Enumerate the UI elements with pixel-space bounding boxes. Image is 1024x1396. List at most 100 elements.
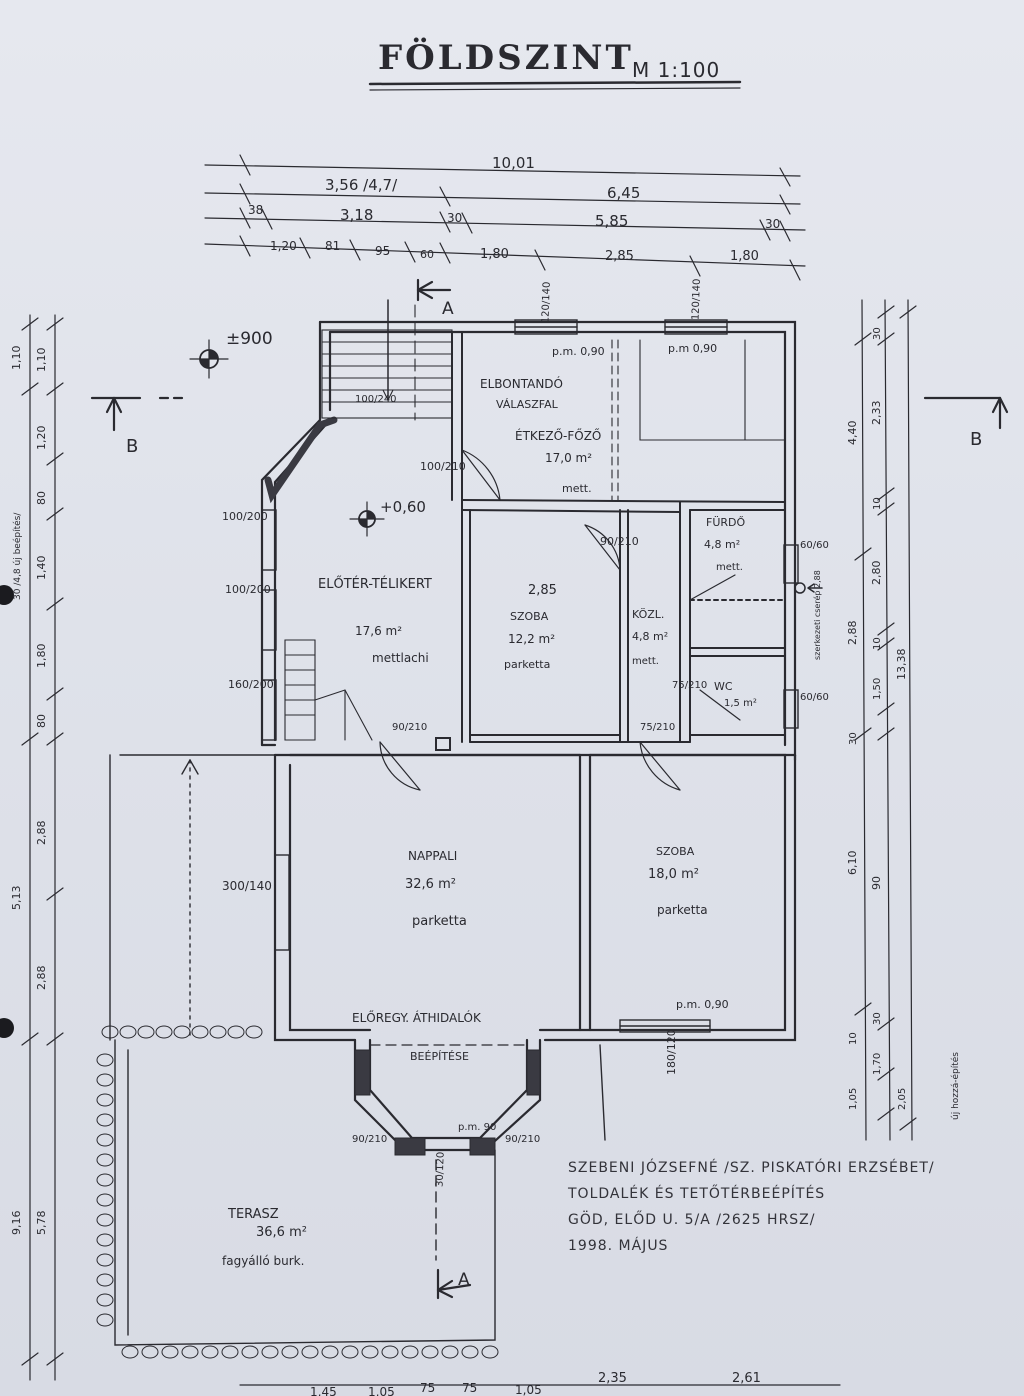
bush-18 — [96, 1233, 114, 1247]
title-underline — [368, 80, 742, 86]
bush-24 — [141, 1345, 159, 1359]
bay-window-living — [353, 1038, 542, 1156]
opening-8: 300/140 — [222, 879, 272, 893]
dim-right-11: 6,10 — [846, 851, 859, 876]
footer-note-line-3: GÖD, ELŐD U. 5/A /2625 HRSZ/ — [568, 1212, 816, 1228]
dim-left-7: 80 — [35, 714, 48, 728]
dim-bottom-6: 2,35 — [598, 1371, 627, 1386]
opening-4: 100/200 — [222, 510, 268, 523]
room-entrance-name: ELŐTÉR-TÉLIKERT — [318, 576, 432, 592]
room-terrace-area: 36,6 m² — [256, 1225, 307, 1240]
chimney — [435, 737, 451, 751]
dim-bottom-7: 2,61 — [732, 1371, 761, 1386]
room-bedroom-small-name: SZOBA — [510, 610, 549, 623]
dim-left-11: 9,16 — [10, 1211, 23, 1236]
room-kitchen-floor: mett. — [562, 482, 592, 495]
bush-5 — [191, 1025, 209, 1039]
bush-20 — [96, 1273, 114, 1287]
room-terrace-floor: fagyálló burk. — [222, 1254, 304, 1268]
bush-4 — [173, 1025, 191, 1039]
bush-8 — [245, 1025, 263, 1039]
dim-left-12: 5,78 — [35, 1211, 48, 1236]
dim-bottom-2: 1,05 — [368, 1385, 395, 1396]
right-note-2: új hozzá-építés — [950, 1052, 961, 1120]
bush-33 — [321, 1345, 339, 1359]
left-dimension-lines — [21, 314, 64, 1381]
room-width-label: 2,85 — [528, 583, 557, 598]
dim-top-c: 38 — [248, 203, 263, 217]
bush-17 — [96, 1213, 114, 1227]
bush-38 — [421, 1345, 439, 1359]
dim-top-k: 60 — [420, 248, 434, 261]
room-bath-name: FÜRDŐ — [706, 515, 745, 529]
opening-11: 60/60 — [800, 540, 829, 551]
dim-top-m: 2,85 — [605, 249, 634, 264]
dim-top-i: 81 — [325, 239, 340, 253]
opening-9: 90/210 — [392, 722, 427, 733]
bush-37 — [401, 1345, 419, 1359]
kitchen-counter — [611, 339, 786, 501]
binder-hole-bottom — [0, 1018, 14, 1038]
bush-1 — [119, 1025, 137, 1039]
room-bedroom-large-floor: parketta — [657, 903, 708, 917]
bush-21 — [96, 1293, 114, 1307]
room-entrance-area: 17,6 m² — [355, 624, 402, 638]
footer-note-line-1: SZEBENI JÓZSEFNÉ /SZ. PISKATÓRI ERZSÉBET… — [568, 1160, 935, 1176]
dim-right-1: 30 — [872, 327, 883, 340]
bush-25 — [161, 1345, 179, 1359]
dim-top-j: 95 — [375, 244, 390, 258]
dim-top-b: 6,45 — [607, 184, 640, 202]
living-windows — [274, 854, 290, 951]
dim-right-3: 4,40 — [846, 421, 859, 446]
footer-note-line-4: 1998. MÁJUS — [568, 1238, 669, 1254]
dim-right-12: 90 — [870, 876, 883, 890]
dim-top-g: 30 — [765, 217, 780, 231]
right-dimension-lines — [854, 299, 917, 1141]
room-corridor-name: KÖZL. — [632, 608, 664, 621]
room-terrace-name: TERASZ — [227, 1207, 279, 1222]
dim-right-7: 2,88 — [846, 621, 859, 646]
bush-11 — [96, 1093, 114, 1107]
bush-27 — [201, 1345, 219, 1359]
interior-walls-upper — [451, 331, 786, 743]
bush-30 — [261, 1345, 279, 1359]
bush-7 — [227, 1025, 245, 1039]
bush-0 — [101, 1025, 119, 1039]
opening-6: 160/200 — [228, 678, 274, 691]
room-corridor-area: 4,8 m² — [632, 630, 668, 643]
room-living-name: NAPPALI — [408, 849, 457, 863]
dim-top-total: 10,01 — [492, 154, 535, 172]
pm-label-4: p.m. 90 — [458, 1122, 496, 1133]
demolish-label-1: ELBONTANDÓ — [480, 376, 563, 391]
bush-9 — [96, 1053, 114, 1067]
bush-35 — [361, 1345, 379, 1359]
opening-14: 180/120 — [665, 1029, 678, 1075]
dim-left-4: 80 — [35, 491, 48, 505]
section-b-markers — [90, 396, 1009, 432]
section-b-right: B — [970, 429, 982, 450]
opening-13: 100/240 — [355, 394, 397, 405]
bush-31 — [281, 1345, 299, 1359]
bay-window-wall-left — [264, 416, 338, 504]
title-underline-2 — [369, 87, 741, 91]
opening-1: 120/140 — [540, 282, 552, 324]
staircase-lower — [284, 639, 373, 741]
opening-7: 90/210 — [600, 535, 639, 548]
pm-label-1: p.m. 0,90 — [552, 345, 605, 358]
dim-right-13: 30 — [872, 1012, 883, 1025]
dim-right-17: 1,05 — [848, 1088, 859, 1110]
demolish-label-2: VÁLASZFAL — [496, 398, 559, 411]
opening-10: 75/210 — [672, 680, 707, 691]
bush-39 — [441, 1345, 459, 1359]
opening-2: 120/140 — [690, 279, 702, 321]
left-note: 30 /4,8 új beépítés/ — [12, 512, 23, 600]
dim-top-f: 5,85 — [595, 212, 628, 230]
dim-right-8: 10 — [872, 637, 883, 650]
terrace-plants — [96, 1025, 499, 1359]
staircase-entrance — [321, 299, 453, 421]
bush-36 — [381, 1345, 399, 1359]
dim-top-d: 3,18 — [340, 206, 373, 224]
right-note-1: szerkezeti cserép 2,88 — [812, 570, 822, 660]
pm-label-2: p.m 0,90 — [668, 342, 717, 355]
